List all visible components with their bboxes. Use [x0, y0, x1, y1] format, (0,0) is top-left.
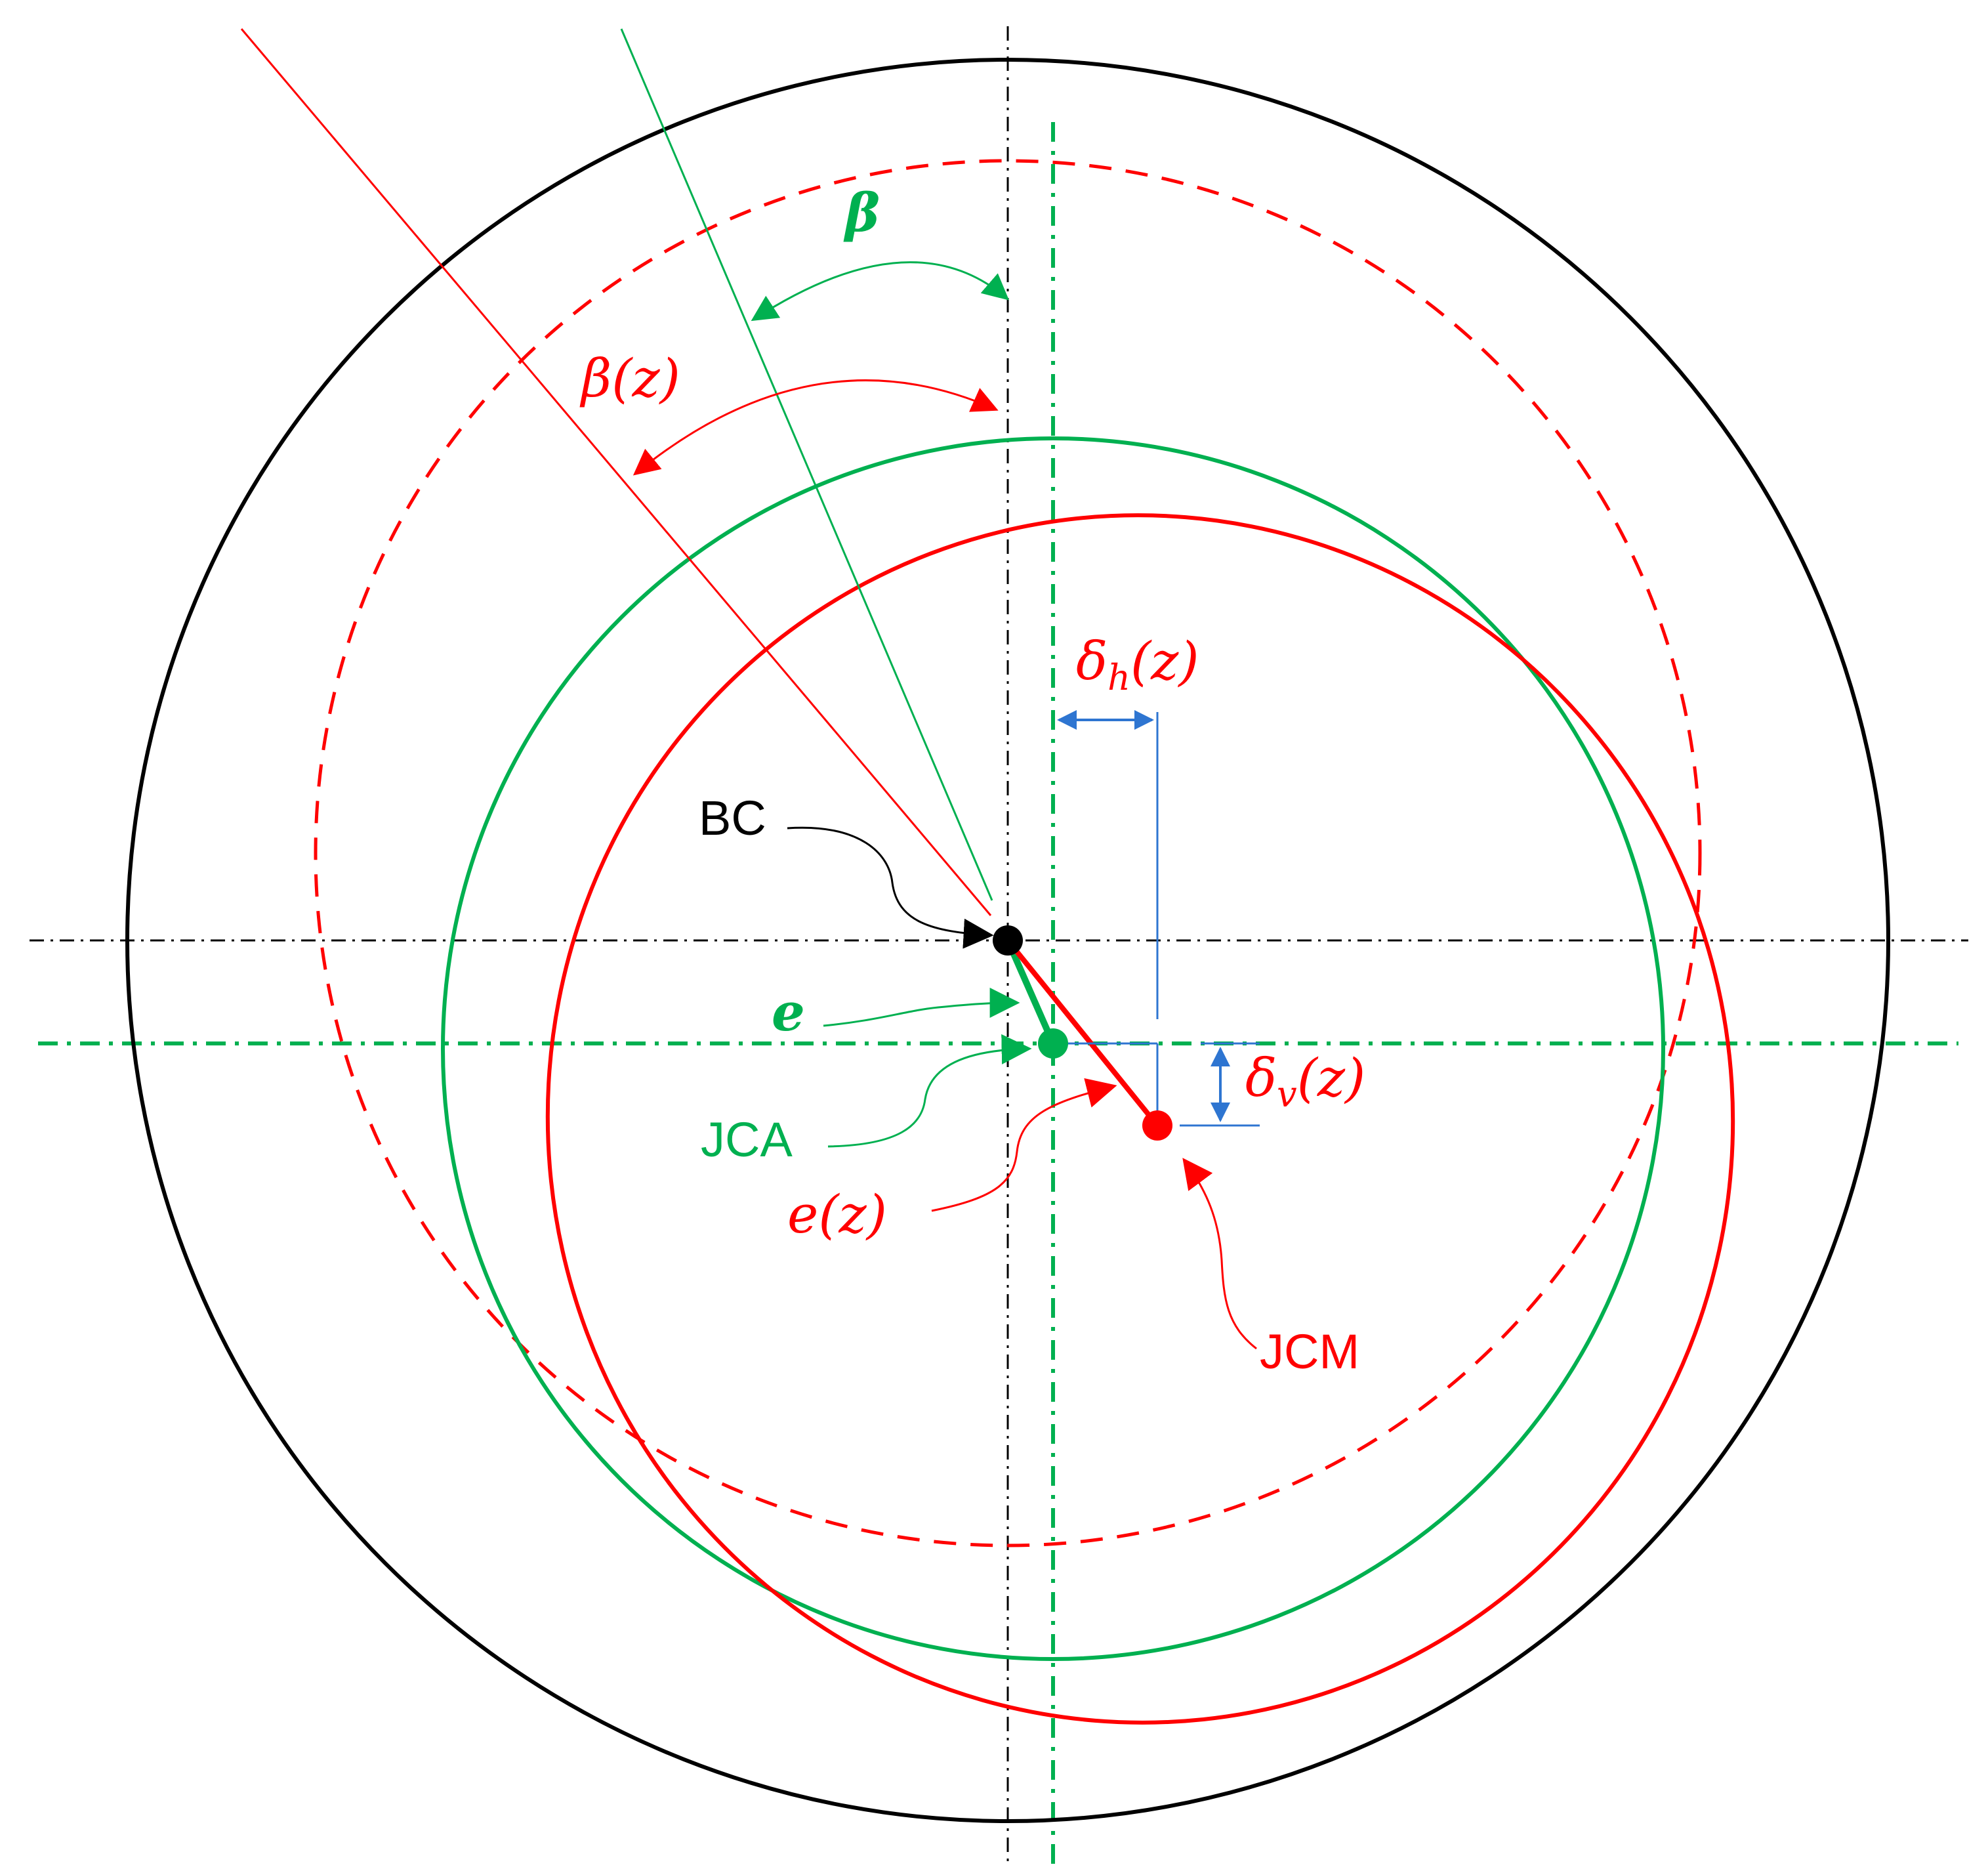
attitude-line-green [620, 28, 993, 901]
label-delta-v-subscript: v [1277, 1074, 1297, 1115]
jca-leader-arrow [827, 1034, 1032, 1148]
label-beta-z: β(z) [579, 348, 680, 409]
beta-z-angle-arc [632, 379, 999, 476]
label-delta-h-subscript: h [1108, 657, 1130, 698]
e-leader-arrow [823, 988, 1020, 1027]
eccentricity-line-red [1005, 938, 1160, 1127]
journal-aligned-circle [441, 436, 1665, 1661]
bearing-center-point [993, 925, 1023, 956]
label-delta-h-symbol: δ [1076, 631, 1108, 692]
journal-aligned-center-point [1038, 1028, 1068, 1059]
journal-misaligned-center-point [1142, 1110, 1172, 1141]
eccentricity-line-green [1004, 938, 1056, 1045]
bc-leader-arrow [787, 826, 994, 949]
label-delta-h-argument: (z) [1130, 631, 1199, 692]
label-jca: JCA [701, 1112, 793, 1167]
label-jcm: JCM [1260, 1324, 1359, 1379]
jcm-leader-arrow [1182, 1158, 1257, 1350]
e-z-leader-arrow [931, 1078, 1117, 1212]
label-e-z-symbol: e [787, 1184, 818, 1245]
journal-misaligned-dashed-circle [314, 159, 1702, 1547]
label-e-z-argument: (z) [818, 1184, 887, 1245]
label-e-z: e(z) [787, 1184, 887, 1245]
label-delta-h: δh(z) [1076, 631, 1199, 698]
label-beta-z-argument: (z) [611, 348, 680, 409]
bearing-circle [125, 58, 1890, 1823]
journal-misaligned-circle [545, 513, 1735, 1725]
label-delta-v: δv(z) [1245, 1047, 1365, 1115]
label-beta: β [843, 182, 880, 243]
label-e: e [772, 981, 805, 1043]
label-delta-v-argument: (z) [1297, 1047, 1366, 1108]
label-beta-z-symbol: β [579, 348, 611, 409]
beta-angle-arc [751, 261, 1010, 322]
label-delta-v-symbol: δ [1245, 1047, 1277, 1108]
attitude-line-red [240, 28, 992, 916]
label-bc: BC [699, 791, 766, 845]
